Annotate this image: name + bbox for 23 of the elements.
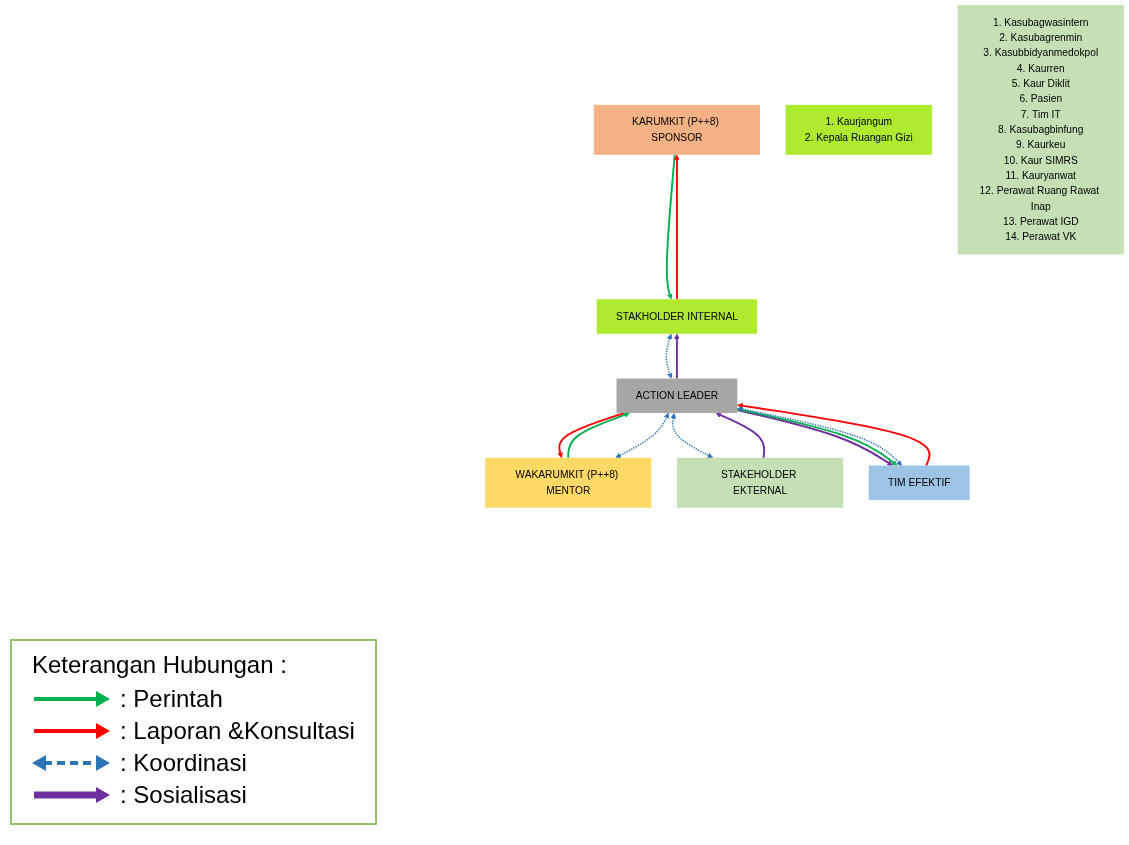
legend-text: : Perintah [120, 685, 223, 713]
legend-title: Keterangan Hubungan : [32, 651, 288, 679]
node-box: STAKHOLDER INTERNAL [596, 299, 758, 334]
legend-text: : Laporan &Konsultasi [120, 717, 355, 745]
node-box: KARUMKIT (P++8) SPONSOR [593, 104, 761, 155]
node-box: 1. Kasubagwasintern 2. Kasubagrenmin 3. Kasubbidyanmedokpol 4. Kaurren 5. Kaur Diklit 6. Pasien 7. Tim IT 8. Kasubagbinfung 9. Kaurkeu 10. Kaur SIMRS 11. Kauryanwat 12. Perawat Ruang Rawat Inap 13. Perawat IGD 14. Perawat VK [957, 5, 1124, 255]
legend-text: : Sosialisasi [120, 781, 247, 809]
node-box: TIM EFEKTIF [868, 465, 970, 501]
legend-text: : Koordinasi [120, 749, 247, 777]
arrow [715, 412, 766, 459]
arrow [615, 412, 669, 458]
node-box: ACTION LEADER [616, 378, 738, 414]
node-box: WAKARUMKIT (P++8) MENTOR [485, 457, 652, 508]
arrow [665, 333, 673, 379]
arrow [674, 154, 680, 301]
arrow [670, 413, 714, 459]
arrow [567, 412, 630, 459]
arrow [737, 402, 931, 467]
arrow [665, 153, 676, 300]
arrow [674, 333, 680, 380]
node-box: 1. Kaurjangum 2. Kepala Ruangan Gizi [785, 104, 933, 155]
arrow [557, 412, 625, 459]
node-box: STAKEHOLDER EKTERNAL [676, 457, 844, 508]
